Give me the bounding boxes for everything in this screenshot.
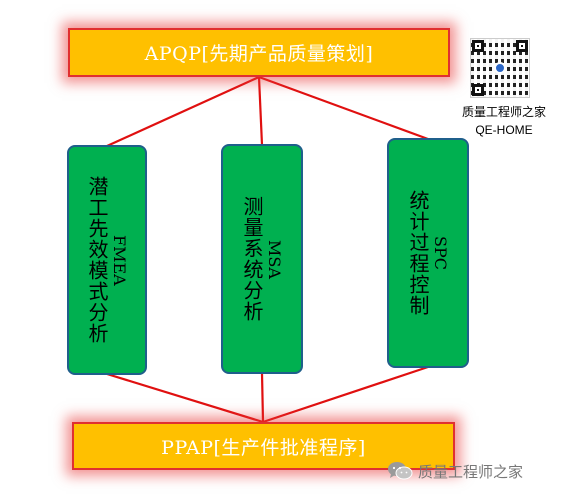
- fmea-column: FMEA 潜工先效模式分析: [67, 145, 147, 375]
- msa-column: MSA 测量系统分析: [221, 144, 303, 374]
- wechat-icon: [388, 462, 413, 480]
- msa-abbreviation: MSA: [265, 239, 284, 279]
- spc-description: 统计过程控制: [406, 190, 430, 316]
- msa-description: 测量系统分析: [240, 196, 264, 322]
- connector-top-to-msa: [257, 76, 264, 146]
- ppap-label: PPAP[生产件批准程序]: [161, 436, 366, 459]
- apqp-box: APQP[先期产品质量策划]: [68, 28, 450, 77]
- qr-finder-pattern: [472, 40, 484, 52]
- watermark: 质量工程师之家: [387, 459, 523, 483]
- qr-code-icon: [470, 38, 530, 98]
- qr-center-logo: [494, 62, 506, 74]
- brand-name-cn: 质量工程师之家: [461, 105, 546, 119]
- connector-top-to-fmea: [106, 75, 260, 148]
- spc-abbreviation: SPC: [431, 236, 450, 270]
- fmea-abbreviation: FMEA: [110, 234, 129, 286]
- watermark-text: 质量工程师之家: [418, 462, 524, 481]
- brand-name-en: QE-HOME: [475, 123, 533, 137]
- qr-finder-pattern: [516, 40, 528, 52]
- connector-spc-to-bottom: [262, 365, 429, 424]
- ppap-box: PPAP[生产件批准程序]: [72, 422, 455, 470]
- qr-finder-pattern: [472, 84, 484, 96]
- apqp-label: APQP[先期产品质量策划]: [144, 43, 374, 65]
- spc-column: SPC 统计过程控制: [387, 138, 469, 368]
- connector-fmea-to-bottom: [106, 372, 264, 424]
- connector-msa-to-bottom: [260, 372, 265, 423]
- connector-top-to-spc: [258, 75, 429, 141]
- fmea-description: 潜工先效模式分析: [85, 176, 109, 344]
